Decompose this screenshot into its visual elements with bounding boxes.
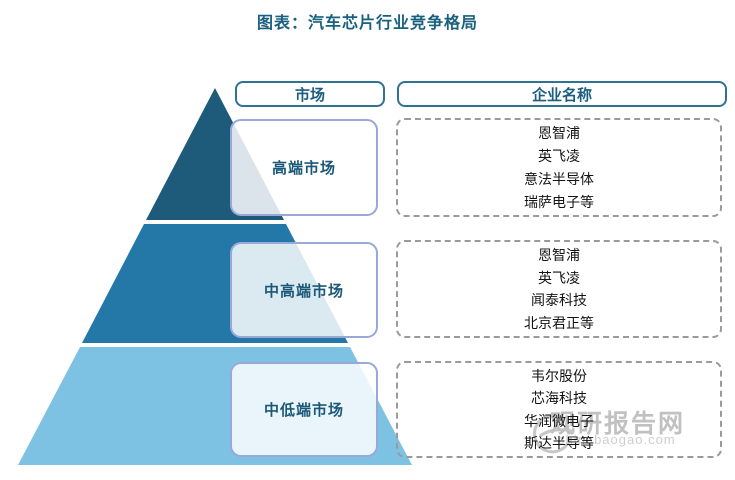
company-column-header: 企业名称 [397, 81, 727, 107]
watermark: 观研报告网 chinabaogao.com [528, 404, 713, 458]
watermark-site-domain: chinabaogao.com [558, 432, 676, 447]
page-title: 图表：汽车芯片行业竞争格局 [256, 15, 478, 32]
company-name: 斯达半导等 [524, 434, 594, 451]
company-name: 英飞凌 [538, 148, 580, 165]
market-column-header: 市场 [235, 81, 385, 107]
watermark-site-name: 观研报告网 [550, 410, 686, 438]
company-name: 韦尔股份 [531, 368, 587, 385]
company-list-mid-low-end: 韦尔股份 芯海科技 华润微电子 斯达半导等 [396, 361, 722, 458]
company-name: 恩智浦 [538, 247, 580, 264]
market-label-text: 中低端市场 [263, 402, 344, 419]
company-name: 北京君正等 [524, 314, 594, 331]
company-name: 瑞萨电子等 [524, 193, 594, 210]
company-name: 芯海科技 [531, 390, 587, 407]
company-name: 英飞凌 [538, 269, 580, 286]
market-label-high-end: 高端市场 [230, 119, 378, 216]
market-column-header-label: 市场 [294, 86, 325, 104]
company-list-high-end: 恩智浦 英飞凌 意法半导体 瑞萨电子等 [396, 118, 722, 217]
market-label-mid-high-end: 中高端市场 [230, 242, 378, 338]
market-label-mid-low-end: 中低端市场 [230, 362, 378, 457]
company-name: 意法半导体 [524, 170, 594, 187]
company-column-header-label: 企业名称 [531, 86, 592, 104]
company-name: 华润微电子 [524, 412, 594, 429]
market-label-text: 高端市场 [271, 160, 336, 177]
company-name: 闻泰科技 [531, 292, 587, 309]
company-name: 恩智浦 [538, 125, 580, 142]
watermark-logo-icon [533, 414, 573, 454]
market-label-text: 中高端市场 [263, 282, 344, 300]
company-list-mid-high-end: 恩智浦 英飞凌 闻泰科技 北京君正等 [396, 240, 722, 338]
